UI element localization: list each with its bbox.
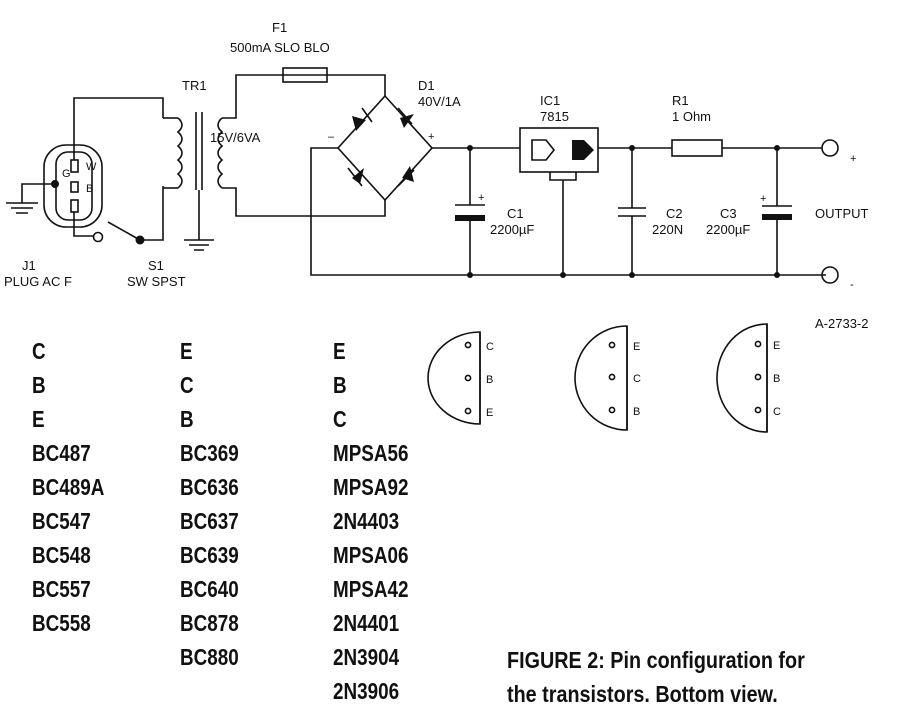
figure-caption: FIGURE 2: Pin configuration for the tran… xyxy=(507,643,805,711)
capacitor-c2 xyxy=(618,145,646,278)
regulator-ic1 xyxy=(519,127,672,278)
fuse-ref: F1 xyxy=(272,20,287,35)
pinout-1-pin-3: E xyxy=(486,407,493,419)
pinout-3-pin-3: C xyxy=(773,406,781,418)
pinout-2-pin-3: B xyxy=(633,406,640,418)
output-terminal-negative xyxy=(821,266,839,284)
bridge-rectifier-d1 xyxy=(336,94,434,202)
wire-mains-bottom xyxy=(73,212,94,237)
c2-value: 220N xyxy=(652,222,683,237)
switch-s1 xyxy=(107,186,164,245)
pinout-1-pin-1: C xyxy=(486,341,494,353)
c3-plus-label: + xyxy=(760,193,766,205)
output-minus-label: - xyxy=(850,279,854,291)
c3-ref: C3 xyxy=(720,206,737,221)
plug-pin-g: G xyxy=(62,168,71,180)
capacitor-c3 xyxy=(762,145,792,278)
column-2-pin-1: E xyxy=(180,338,193,364)
fuse-value: 500mA SLO BLO xyxy=(230,40,330,55)
pinout-drawing-2: E C B xyxy=(574,325,641,431)
output-terminal-positive xyxy=(821,139,839,157)
pinout-drawing-3: E B C xyxy=(716,323,781,433)
transistor-part: 2N3904 xyxy=(333,644,400,670)
switch-ref: S1 xyxy=(148,258,164,273)
transistor-part: BC369 xyxy=(180,440,239,466)
resistor-ref: R1 xyxy=(672,93,689,108)
resistor-value: 1 Ohm xyxy=(672,109,711,124)
switch-contact-open xyxy=(92,231,104,243)
capacitor-c1 xyxy=(455,145,485,278)
regulator-ref: IC1 xyxy=(540,93,560,108)
column-1-pin-2: B xyxy=(32,372,46,398)
transistor-column-2: E C B BC369 BC636 BC637 BC639 BC640 BC87… xyxy=(180,334,239,674)
transistor-part: BC489A xyxy=(32,474,105,500)
column-3-pin-1: E xyxy=(333,338,346,364)
plug-ref: J1 xyxy=(22,258,36,273)
plug-value: PLUG AC F xyxy=(4,274,72,289)
pinout-2-pin-2: C xyxy=(633,373,641,385)
caption-line-2: the transistors. Bottom view. xyxy=(507,681,778,707)
drawing-number: A-2733-2 xyxy=(815,316,868,330)
output-plus-label: + xyxy=(850,153,856,165)
bridge-plus-label: + xyxy=(428,131,434,143)
column-1-pin-1: C xyxy=(32,338,46,364)
transistor-part: BC558 xyxy=(32,610,91,636)
pinout-1-pin-2: B xyxy=(486,374,493,386)
pinout-drawing-1: C B E xyxy=(427,331,494,425)
plug-pin-w: W xyxy=(86,161,97,173)
plug-pin-b: B xyxy=(86,183,93,195)
transistor-part: BC637 xyxy=(180,508,239,534)
transformer-tr1 xyxy=(163,74,386,251)
bridge-ref: D1 xyxy=(418,78,435,93)
resistor-r1 xyxy=(671,139,822,157)
column-3-pin-2: B xyxy=(333,372,347,398)
column-3-pin-3: C xyxy=(333,406,347,432)
pinout-3-pin-1: E xyxy=(773,340,780,352)
c1-plus-label: + xyxy=(478,192,484,204)
bridge-minus-label: – xyxy=(328,131,335,143)
c2-ref: C2 xyxy=(666,206,683,221)
output-label: OUTPUT xyxy=(815,206,869,221)
wire-mains-top xyxy=(73,97,164,160)
wire-ground-rail xyxy=(310,147,826,276)
transistor-column-1: C B E BC487 BC489A BC547 BC548 BC557 BC5… xyxy=(32,334,104,640)
switch-value: SW SPST xyxy=(127,274,186,289)
power-supply-schematic: G W B xyxy=(4,20,869,330)
fuse-f1 xyxy=(282,67,386,96)
transistor-part: BC547 xyxy=(32,508,91,534)
transistor-part: MPSA92 xyxy=(333,474,409,500)
transistor-part: MPSA06 xyxy=(333,542,409,568)
c1-value: 2200µF xyxy=(490,222,534,237)
transistor-part: BC636 xyxy=(180,474,239,500)
transistor-part: 2N4401 xyxy=(333,610,400,636)
column-1-pin-3: E xyxy=(32,406,45,432)
transistor-column-3: E B C MPSA56 MPSA92 2N4403 MPSA06 MPSA42… xyxy=(333,334,408,708)
transistor-part: MPSA56 xyxy=(333,440,409,466)
transistor-part: BC880 xyxy=(180,644,239,670)
transistor-part: BC487 xyxy=(32,440,91,466)
column-2-pin-3: B xyxy=(180,406,194,432)
transistor-part: BC640 xyxy=(180,576,239,602)
transistor-part: 2N4403 xyxy=(333,508,400,534)
caption-line-1: FIGURE 2: Pin configuration for xyxy=(507,647,805,673)
transformer-ref: TR1 xyxy=(182,78,207,93)
transistor-part: BC548 xyxy=(32,542,91,568)
transistor-part: BC639 xyxy=(180,542,239,568)
c1-ref: C1 xyxy=(507,206,524,221)
transistor-part: 2N3906 xyxy=(333,678,400,704)
ground-symbol-plug xyxy=(6,183,51,214)
pinout-2-pin-1: E xyxy=(633,341,640,353)
transistor-part: BC878 xyxy=(180,610,239,636)
transistor-part: BC557 xyxy=(32,576,91,602)
transformer-value: 15V/6VA xyxy=(210,130,261,145)
bridge-value: 40V/1A xyxy=(418,94,461,109)
column-2-pin-2: C xyxy=(180,372,194,398)
transistor-part: MPSA42 xyxy=(333,576,409,602)
pinout-3-pin-2: B xyxy=(773,373,780,385)
c3-value: 2200µF xyxy=(706,222,750,237)
regulator-value: 7815 xyxy=(540,109,569,124)
